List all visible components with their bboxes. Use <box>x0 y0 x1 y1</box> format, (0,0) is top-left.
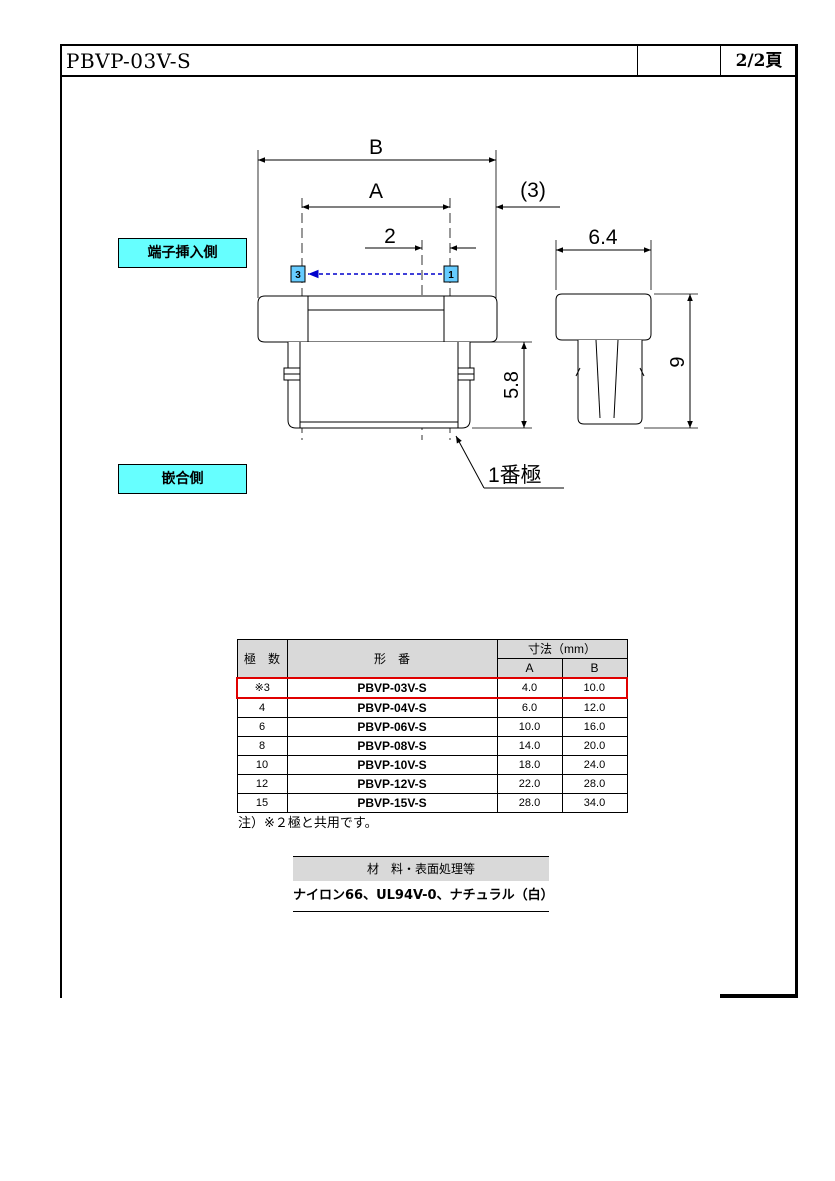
cell-a: 14.0 <box>496 736 563 756</box>
cell-poles: 8 <box>236 736 288 756</box>
dimension-5-8: 5.8 <box>472 341 532 429</box>
title-block-rule <box>60 75 798 77</box>
cell-model: PBVP-10V-S <box>286 755 498 775</box>
dimension-table: 極 数 形 番 寸法（mm） A B ※3 PBVP-03V-S 4.0 10.… <box>236 639 628 813</box>
table-row: 6 PBVP-06V-S 10.0 16.0 <box>236 717 628 737</box>
header-b: B <box>561 658 628 679</box>
title-block-divider <box>720 44 721 76</box>
dimension-9: 9 <box>644 293 698 429</box>
dim-b-label: B <box>369 136 383 159</box>
pin-1-marker: 1 <box>448 270 454 281</box>
cell-a: 6.0 <box>496 697 563 718</box>
table-row: 8 PBVP-08V-S 14.0 20.0 <box>236 736 628 756</box>
header-dimensions: 寸法（mm） <box>496 639 628 659</box>
dim-a-label: A <box>369 180 383 203</box>
cell-model: PBVP-08V-S <box>286 736 498 756</box>
table-row: 12 PBVP-12V-S 22.0 28.0 <box>236 774 628 794</box>
cell-b: 20.0 <box>561 736 628 756</box>
cell-poles: ※3 <box>236 677 288 699</box>
terminal-insertion-side-label: 端子挿入側 <box>118 238 247 268</box>
frame-right-border <box>795 44 798 998</box>
pin-3-marker: 3 <box>295 270 301 281</box>
cell-model: PBVP-06V-S <box>286 717 498 737</box>
mating-side-label: 嵌合側 <box>118 464 247 494</box>
frame-left-border <box>60 44 62 998</box>
dim-9-label: 9 <box>667 356 689 367</box>
header-poles: 極 数 <box>236 639 288 679</box>
cell-b: 28.0 <box>561 774 628 794</box>
page-number: 2/2頁 <box>735 51 783 71</box>
pin-1-callout-label: 1番極 <box>488 464 542 487</box>
table-row: 4 PBVP-04V-S 6.0 12.0 <box>236 697 628 718</box>
cell-a: 22.0 <box>496 774 563 794</box>
cell-a: 18.0 <box>496 755 563 775</box>
cell-b: 10.0 <box>561 677 628 699</box>
dimension-6-4: 6.4 <box>555 226 652 290</box>
cell-model: PBVP-12V-S <box>286 774 498 794</box>
cell-model: PBVP-04V-S <box>286 697 498 718</box>
frame-top-border <box>60 44 798 46</box>
pin-direction-indicator: 3 1 <box>290 265 459 283</box>
dimension-b: B <box>257 136 497 298</box>
cell-a: 10.0 <box>496 717 563 737</box>
table-row: 10 PBVP-10V-S 18.0 24.0 <box>236 755 628 775</box>
cell-b: 24.0 <box>561 755 628 775</box>
cell-b: 34.0 <box>561 793 628 813</box>
dim-2-label: 2 <box>384 225 396 248</box>
connector-front-view <box>257 295 498 429</box>
material-header: 材 料・表面処理等 <box>293 856 549 881</box>
table-note: 注）※２極と共用です。 <box>238 816 378 831</box>
connector-drawing: B A (3) 2 3 1 <box>257 136 698 489</box>
header-a: A <box>496 658 563 679</box>
header-model: 形 番 <box>286 639 498 679</box>
document-title: PBVP-03V-S <box>66 49 192 73</box>
connector-side-view <box>555 293 652 425</box>
cell-model: PBVP-15V-S <box>286 793 498 813</box>
cell-b: 16.0 <box>561 717 628 737</box>
cell-poles: 6 <box>236 717 288 737</box>
material-value: ナイロン66、UL94V-0、ナチュラル（白） <box>293 881 554 912</box>
cell-poles: 15 <box>236 793 288 813</box>
cell-a: 28.0 <box>496 793 563 813</box>
cell-poles: 4 <box>236 697 288 718</box>
cell-poles: 12 <box>236 774 288 794</box>
cell-a: 4.0 <box>496 677 563 699</box>
dim-6-4-label: 6.4 <box>588 226 618 249</box>
cell-b: 12.0 <box>561 697 628 718</box>
dim-3-label: (3) <box>520 179 546 202</box>
pin-1-callout: 1番極 <box>455 435 564 489</box>
cell-poles: 10 <box>236 755 288 775</box>
dim-5-8-label: 5.8 <box>501 371 523 399</box>
dimension-3: (3) <box>496 179 560 210</box>
table-row: 15 PBVP-15V-S 28.0 34.0 <box>236 793 628 813</box>
frame-foot-mark <box>720 994 798 998</box>
title-block-divider <box>637 44 638 76</box>
cell-model: PBVP-03V-S <box>286 677 498 699</box>
table-row: ※3 PBVP-03V-S 4.0 10.0 <box>236 677 628 699</box>
